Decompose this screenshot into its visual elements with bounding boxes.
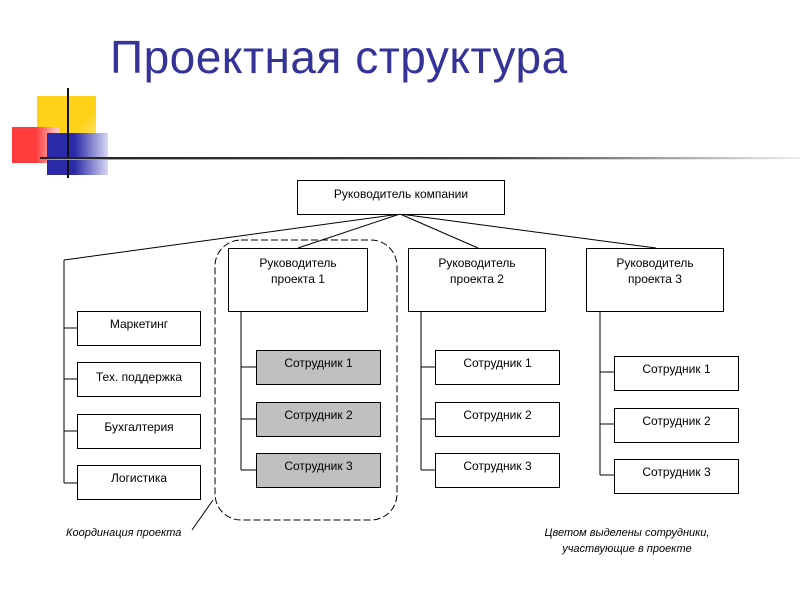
team1-employee-box: Сотрудник 3 [256,453,381,488]
pm3-box: Руководитель проекта 3 [586,248,724,312]
ceo-label: Руководитель компании [333,187,469,201]
team3-employee-box: Сотрудник 1 [614,356,739,391]
employee-label: Сотрудник 1 [642,362,711,376]
employee-label: Сотрудник 3 [463,459,532,473]
employee-label: Сотрудник 2 [463,408,532,422]
department-label: Тех. поддержка [95,370,183,384]
coordination-pointer-line [191,499,214,531]
team3-employee-box: Сотрудник 2 [614,408,739,443]
ceo-box: Руководитель компании [297,180,505,215]
department-box: Логистика [77,465,201,500]
coordination-caption: Координация проекта [66,527,182,539]
pm2-label-line2: проекта 2 [450,272,504,286]
pm1-label-line1: Руководитель [259,256,337,270]
legend-caption: Цветом выделены сотрудники, участвующие … [512,525,742,557]
decor-blue-square [47,133,108,175]
title-underline [40,157,800,159]
employee-label: Сотрудник 2 [284,408,353,422]
decor-vertical-line [67,88,69,178]
employee-label: Сотрудник 1 [284,356,353,370]
team1-employee-box: Сотрудник 1 [256,350,381,385]
team2-employee-box: Сотрудник 2 [435,402,560,437]
employee-label: Сотрудник 3 [642,465,711,479]
page-title: Проектная структура [110,31,568,83]
connector-ceo-pm2 [399,213,479,249]
pm2-box: Руководитель проекта 2 [408,248,546,312]
pm2-label-line1: Руководитель [438,256,516,270]
project1-group-outline [214,239,398,521]
connector-ceo-pm3 [399,213,657,249]
pm3-label-line1: Руководитель [616,256,694,270]
title-underline-shadow [40,159,800,160]
connector-ceo-departments [63,213,401,261]
department-label: Маркетинг [109,317,169,331]
employee-label: Сотрудник 2 [642,414,711,428]
team1-employee-box: Сотрудник 2 [256,402,381,437]
connector-ceo-pm1 [297,213,401,249]
pm1-label-line2: проекта 1 [271,272,325,286]
department-label: Бухгалтерия [104,420,174,434]
team3-employee-box: Сотрудник 3 [614,459,739,494]
legend-caption-line1: Цветом выделены сотрудники, [544,527,710,539]
employee-label: Сотрудник 1 [463,356,532,370]
employee-label: Сотрудник 3 [284,459,353,473]
department-box: Бухгалтерия [77,414,201,449]
pm1-box: Руководитель проекта 1 [228,248,368,312]
team2-employee-box: Сотрудник 1 [435,350,560,385]
department-box: Тех. поддержка [77,362,201,397]
legend-caption-line2: участвующие в проекте [562,543,692,555]
department-box: Маркетинг [77,311,201,346]
department-label: Логистика [110,471,167,485]
pm3-label-line2: проекта 3 [628,272,682,286]
team2-employee-box: Сотрудник 3 [435,453,560,488]
